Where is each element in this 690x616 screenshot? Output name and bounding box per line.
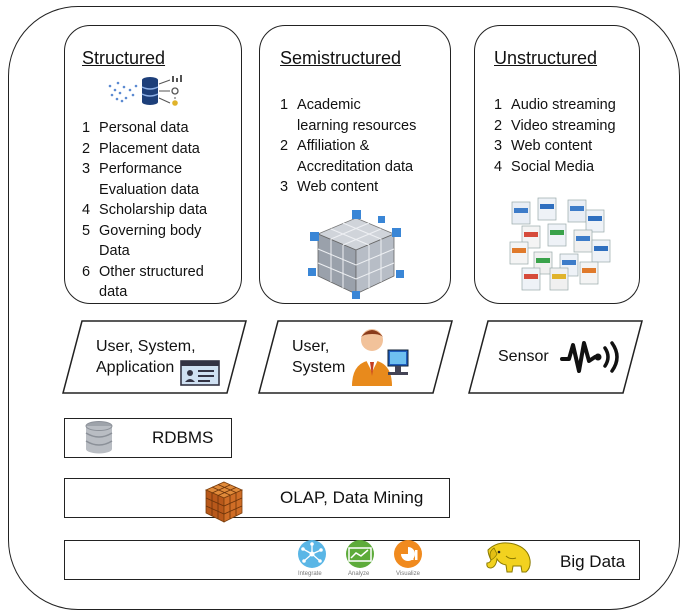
big-data-label: Big Data <box>560 552 626 571</box>
list-item-continuation: Accreditation data <box>297 158 414 175</box>
data-cube-icon <box>308 210 404 299</box>
list-item-continuation: learning resources <box>297 117 417 134</box>
semistructured-title: Semistructured <box>280 48 402 68</box>
structured-card <box>64 25 242 304</box>
list-item: 3 Performance <box>82 161 183 177</box>
rdbms-label: RDBMS <box>152 428 214 447</box>
list-item: 2 Video streaming <box>494 117 616 134</box>
integrate-step-label: Integrate <box>298 571 322 577</box>
list-item: 3 Web content <box>280 179 379 195</box>
analyze-icon <box>346 540 374 568</box>
visualize-icon <box>394 540 422 568</box>
data-scatter-database-icon <box>108 75 182 106</box>
unstructured-title: Unstructured <box>494 48 598 68</box>
sensor-label: Sensor <box>498 348 549 365</box>
list-item: 3 Web content <box>494 138 593 154</box>
document-files-icon <box>509 197 611 291</box>
olap-label: OLAP, Data Mining <box>280 488 424 507</box>
list-item: 1 Audio streaming <box>494 97 616 113</box>
sensor-signal-icon <box>560 341 619 373</box>
list-item: 4 Social Media <box>494 158 595 175</box>
database-icon <box>85 421 113 454</box>
integrate-icon <box>298 540 326 568</box>
user-system-label: User, System <box>292 338 346 376</box>
application-window-icon <box>180 360 220 386</box>
unstructured-card <box>474 25 640 304</box>
list-item-continuation: Evaluation data <box>99 181 199 198</box>
visualize-step-label: Visualize <box>396 571 420 577</box>
list-item: 1 Personal data <box>82 120 189 136</box>
user-system-application-label: User, System, Application <box>96 338 196 376</box>
structured-list: 1 Personal data 2 Placement data 3 Perfo… <box>82 118 207 303</box>
hadoop-elephant-icon <box>486 542 531 573</box>
list-item: 1 Academic <box>280 97 361 113</box>
semistructured-list: 1 Academic learning resources 2 Affiliat… <box>280 95 416 198</box>
list-item-continuation: data <box>99 284 128 300</box>
architecture-frame <box>8 6 680 610</box>
list-item: 2 Affiliation & <box>280 138 370 154</box>
analyze-step-label: Analyze <box>348 571 370 577</box>
olap-layer <box>64 478 450 518</box>
list-item: 4 Scholarship data <box>82 202 208 218</box>
sensor-source <box>468 320 643 394</box>
list-item: 2 Placement data <box>82 140 200 157</box>
list-item: 5 Governing body <box>82 222 202 239</box>
olap-cube-icon <box>205 481 243 523</box>
structured-title: Structured <box>82 48 166 68</box>
list-item-continuation: Data <box>99 243 130 259</box>
unstructured-list: 1 Audio streaming 2 Video streaming 3 We… <box>494 95 616 177</box>
list-item: 6 Other structured <box>82 263 204 280</box>
user-at-computer-icon <box>352 329 409 386</box>
